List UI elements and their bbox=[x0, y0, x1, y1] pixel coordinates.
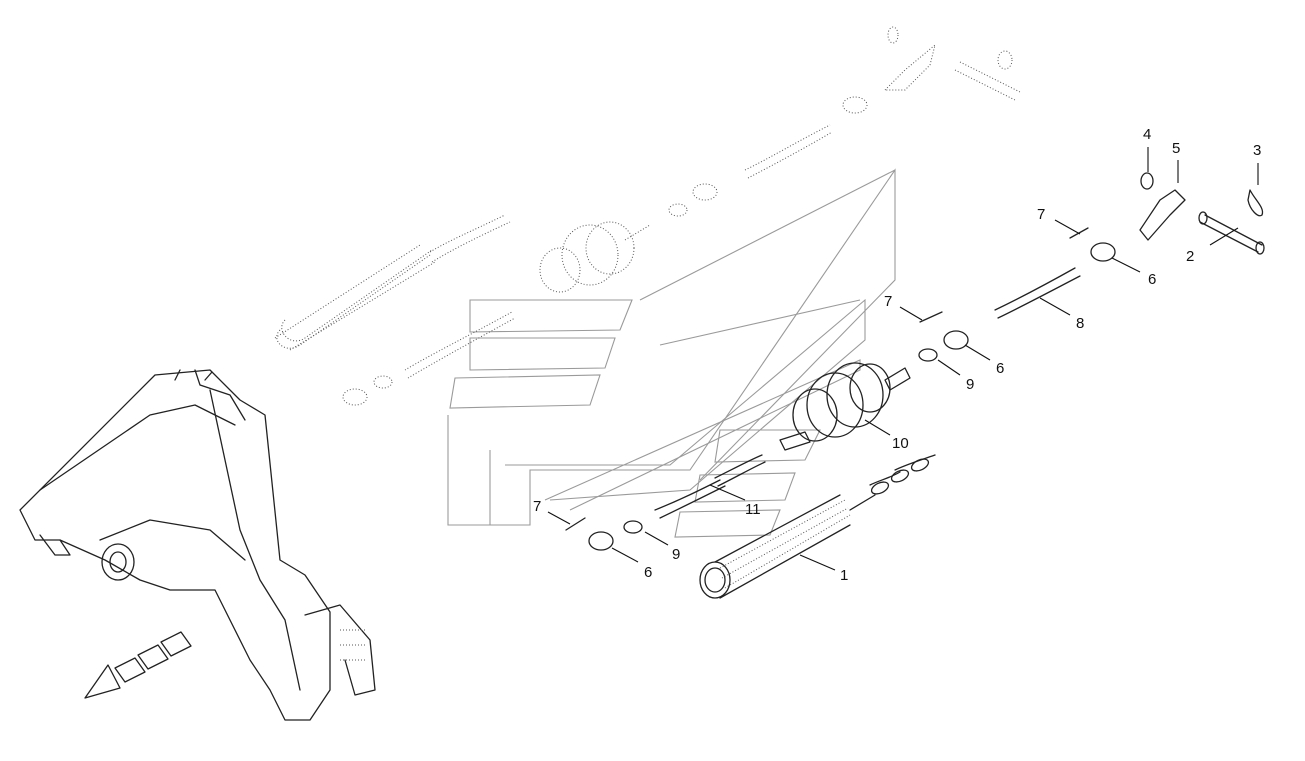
callout-6-lower: 6 bbox=[644, 564, 652, 581]
ghost-spring-long bbox=[274, 244, 436, 351]
chain-8-part bbox=[994, 267, 1081, 319]
callout-6-middle: 6 bbox=[996, 360, 1004, 377]
clip-parts bbox=[565, 227, 1116, 551]
callout-2: 2 bbox=[1186, 248, 1194, 265]
callout-7-lower: 7 bbox=[533, 498, 541, 515]
callout-11: 11 bbox=[745, 501, 761, 518]
callout-7-middle: 7 bbox=[884, 293, 892, 310]
callout-10: 10 bbox=[892, 435, 909, 452]
callout-labels: 1 2 3 4 5 6 6 6 7 7 7 8 9 9 10 11 bbox=[533, 126, 1261, 584]
frame-assembly bbox=[19, 369, 376, 721]
callout-9-lower: 9 bbox=[672, 546, 680, 563]
watermark-logo bbox=[447, 168, 896, 538]
callout-4: 4 bbox=[1143, 126, 1151, 143]
spring-short-part bbox=[779, 362, 911, 451]
leader-lines bbox=[547, 147, 1259, 571]
pin-parts bbox=[1198, 189, 1265, 255]
callout-9-upper: 9 bbox=[966, 376, 974, 393]
direction-arrow bbox=[84, 631, 192, 699]
spring-long-part bbox=[699, 454, 936, 599]
callout-8: 8 bbox=[1076, 315, 1084, 332]
ghost-parts bbox=[274, 26, 1021, 406]
bracket-parts bbox=[1139, 172, 1186, 241]
ghost-clips bbox=[342, 96, 868, 406]
callout-1: 1 bbox=[840, 567, 848, 584]
ghost-chain-right bbox=[744, 124, 833, 179]
callout-3: 3 bbox=[1253, 142, 1261, 159]
callout-5: 5 bbox=[1172, 140, 1180, 157]
ghost-bracket-pin bbox=[883, 26, 1021, 101]
callout-6-upper: 6 bbox=[1148, 271, 1156, 288]
ghost-chain-mid bbox=[404, 311, 516, 379]
ghost-spring-short bbox=[539, 221, 651, 293]
callout-7-upper: 7 bbox=[1037, 206, 1045, 223]
ghost-chain-upper bbox=[429, 214, 511, 263]
